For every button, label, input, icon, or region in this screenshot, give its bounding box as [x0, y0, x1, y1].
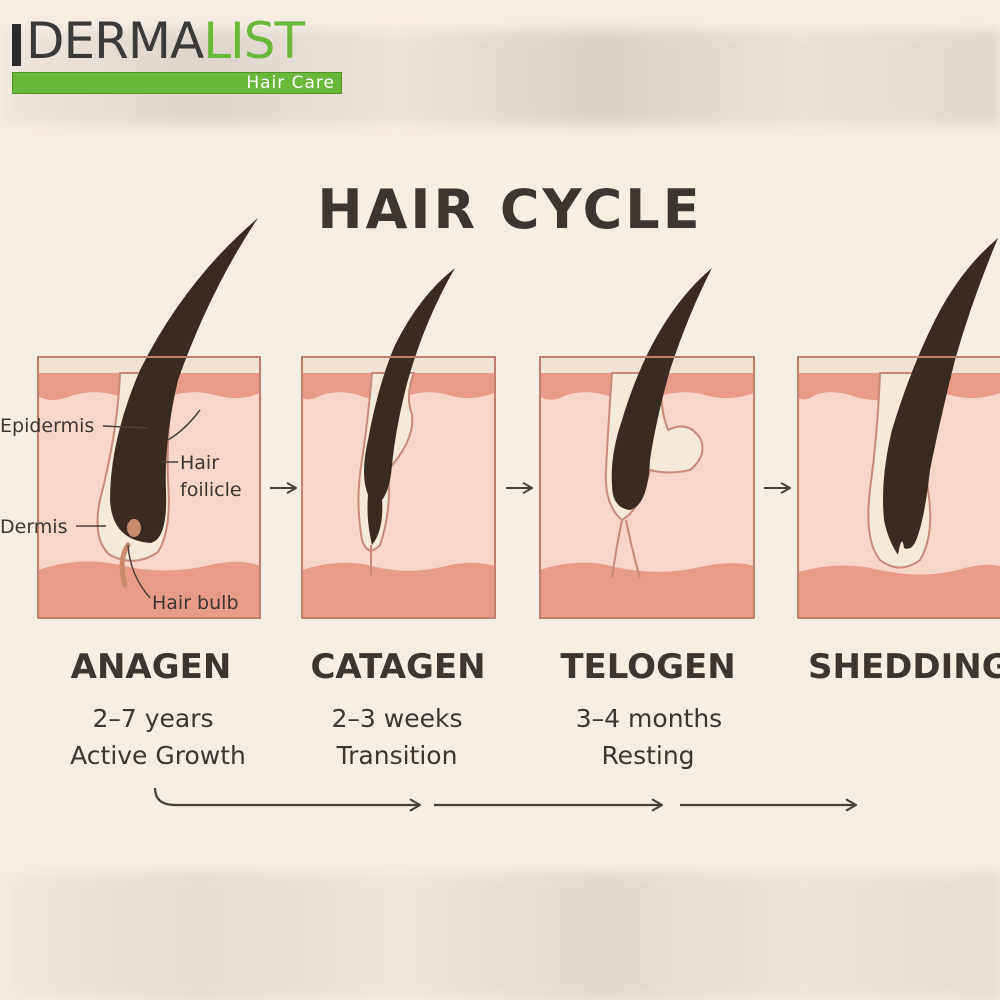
- stage-name-telogen: TELOGEN: [560, 647, 735, 687]
- stage-name-catagen: CATAGEN: [310, 647, 485, 687]
- timeline-arrow-1: [153, 787, 422, 812]
- panel-frame: [797, 356, 1000, 619]
- stage-desc-telogen: Resting: [601, 741, 694, 770]
- panel-frame: [37, 356, 261, 619]
- logo-bar: [12, 24, 21, 66]
- leader-epidermis: [102, 425, 149, 429]
- follicle-strand: [611, 519, 641, 579]
- panel-anagen: [37, 218, 261, 619]
- hair-shaft: [883, 238, 998, 555]
- blurred-band-bottom: [0, 872, 1000, 1000]
- stage-name-shedding: SHEDDING: [808, 647, 1000, 687]
- logo-strip: Hair Care: [12, 72, 342, 94]
- label-hair-bulb: Hair bulb: [152, 592, 239, 614]
- timeline-arrows: [153, 787, 858, 812]
- stage-names: ANAGEN CATAGEN TELOGEN SHEDDING: [71, 647, 1000, 687]
- stage-desc-anagen: Active Growth: [70, 741, 246, 770]
- hair-shaft: [364, 268, 455, 545]
- panel-catagen: [301, 268, 496, 619]
- diagram-title: HAIR CYCLE: [317, 178, 702, 241]
- stage-name-anagen: ANAGEN: [71, 647, 232, 687]
- panel-frame: [301, 356, 496, 619]
- stage-duration-anagen: 2–7 years: [92, 704, 213, 733]
- panel-telogen: [539, 268, 755, 619]
- leader-hair-bulb: [127, 544, 151, 599]
- stage-durations: 2–7 years 2–3 weeks 3–4 months: [92, 704, 722, 733]
- brand-logo: DERMALIST Hair Care: [12, 8, 344, 94]
- panel-shedding: [797, 238, 1000, 619]
- stage-desc-catagen: Transition: [336, 741, 458, 770]
- skin-surface: [798, 357, 1000, 373]
- dermal-papilla: [119, 542, 131, 588]
- panel-frame: [539, 356, 755, 619]
- stage-descriptions: Active Growth Transition Resting: [70, 741, 694, 770]
- hair-shaft: [611, 268, 712, 510]
- label-dermis: Dermis: [0, 516, 67, 538]
- papilla-highlight: [127, 519, 141, 537]
- logo-wordmark: DERMALIST: [26, 12, 305, 70]
- subcutis-layer: [540, 562, 754, 618]
- label-epidermis: Epidermis: [0, 415, 94, 437]
- anatomy-labels: Epidermis Hair foilicle Dermis Hair bulb: [0, 409, 242, 614]
- logo-main: DERMA: [26, 12, 204, 70]
- subcutis-layer: [798, 564, 1000, 618]
- stage-duration-catagen: 2–3 weeks: [332, 704, 463, 733]
- logo-subtitle: Hair Care: [246, 73, 335, 93]
- label-hair-follicle-1: Hair: [180, 452, 219, 474]
- hair-shaft: [110, 218, 258, 543]
- logo-accent: LIST: [203, 12, 305, 70]
- stage-duration-telogen: 3–4 months: [576, 704, 722, 733]
- subcutis-layer: [38, 561, 260, 618]
- label-hair-follicle-2: foilicle: [180, 479, 242, 501]
- subcutis-layer: [302, 562, 495, 618]
- leader-follicle-curve: [167, 409, 201, 441]
